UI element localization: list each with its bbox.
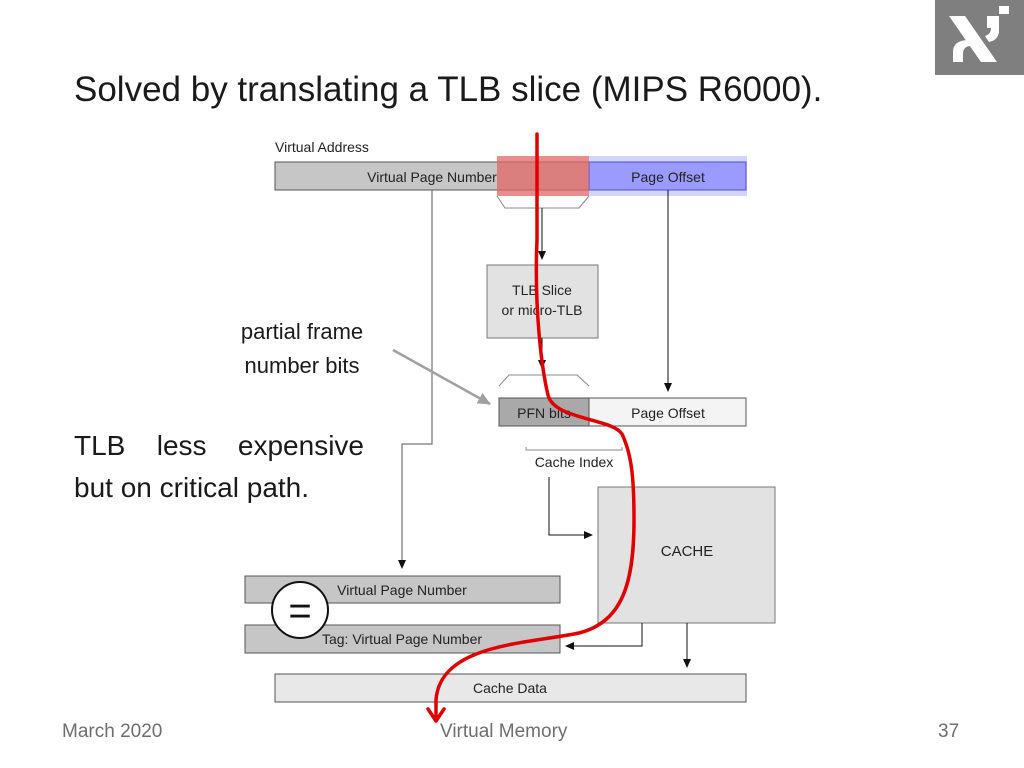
callout-line-1: partial frame (240, 319, 364, 344)
callout-arrow (392, 348, 491, 406)
callout-line-2: number bits (244, 353, 360, 378)
page-offset-label: Page Offset (631, 169, 705, 185)
side-note-line-2: but on critical path. (74, 472, 310, 503)
logo (935, 0, 1024, 75)
cache-data-field (274, 673, 747, 703)
footer-topic: Virtual Memory (440, 721, 568, 742)
cache-label: CACHE (661, 543, 714, 560)
vpn-down-arrow (398, 190, 433, 569)
callout-text: partial frame number bits (222, 315, 382, 383)
cache-box (597, 486, 776, 624)
cache-index-bracket (525, 447, 623, 451)
page-offset-highlight (589, 156, 747, 196)
cache-to-tag-arrow (565, 623, 643, 650)
equals-symbol: = (288, 589, 311, 633)
footer-page-number: 37 (938, 721, 960, 742)
critical-path-arrowhead (426, 707, 446, 723)
page-offset-2-label: Page Offset (631, 405, 705, 421)
cache-index-label: Cache Index (535, 454, 614, 470)
tlb-slice-label-2: or micro-TLB (502, 302, 583, 318)
tlb-slice-label-1: TLB Slice (512, 282, 572, 298)
footer-date: March 2020 (62, 721, 163, 742)
equals-circle (271, 581, 329, 639)
cache-data-label: Cache Data (473, 680, 547, 696)
tlb-slice-box (486, 264, 599, 339)
slice-highlight (497, 156, 589, 196)
page-offset-field (588, 161, 747, 191)
critical-path-line (434, 132, 636, 720)
pfn-bits-label: PFN bits (517, 405, 571, 421)
aleph-logo-icon (935, 0, 1024, 75)
cache-index-arrow (548, 477, 593, 539)
vpn-compare-label: Virtual Page Number (337, 582, 467, 598)
slide-title: Solved by translating a TLB slice (MIPS … (74, 70, 823, 109)
side-note: TLB less expensive but on critical path. (74, 425, 364, 509)
page-offset-2-field (588, 397, 747, 427)
virtual-address-label: Virtual Address (275, 139, 369, 155)
tag-vpn-label: Tag: Virtual Page Number (322, 631, 482, 647)
side-note-line-1: TLB less expensive (74, 430, 364, 461)
vpn-label: Virtual Page Number (367, 169, 497, 185)
slice-bracket (496, 195, 590, 209)
pfn-bits-field (498, 397, 590, 427)
